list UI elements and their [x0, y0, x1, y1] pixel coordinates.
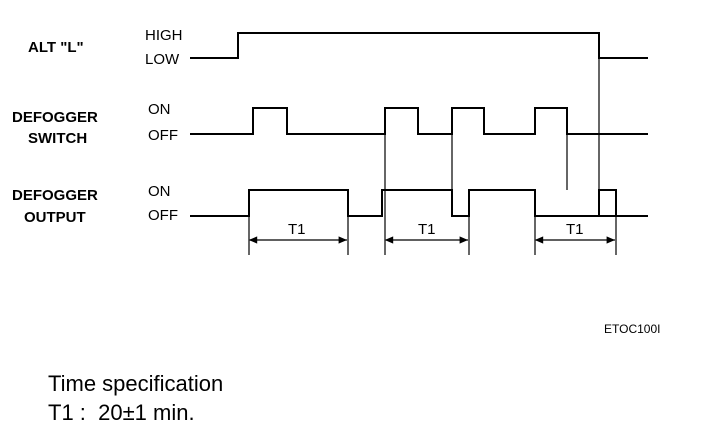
t1-interval-label-3: T1	[566, 221, 584, 238]
defogger-switch-label-line1: DEFOGGER	[12, 109, 98, 126]
time-specification-value: T1 : 20±1 min.	[48, 400, 195, 425]
figure-code: ETOC100I	[604, 322, 660, 336]
defogger-switch-waveform	[190, 107, 648, 135]
switch-off-level-label: OFF	[148, 127, 178, 144]
defogger-output-label-line1: DEFOGGER	[12, 187, 98, 204]
time-specification-title: Time specification	[48, 371, 224, 396]
t1-interval-label-1: T1	[288, 221, 306, 238]
alt-l-signal-label: ALT "L"	[28, 39, 84, 56]
defogger-output-waveform	[190, 189, 648, 217]
output-on-level-label: ON	[148, 183, 171, 200]
alt-high-level-label: HIGH	[145, 27, 183, 44]
output-off-level-label: OFF	[148, 207, 178, 224]
defogger-output-label-line2: OUTPUT	[24, 209, 86, 226]
defogger-switch-label-line2: SWITCH	[28, 130, 87, 147]
t1-interval-label-2: T1	[418, 221, 436, 238]
alt-low-level-label: LOW	[145, 51, 180, 68]
alt-l-waveform	[190, 32, 648, 59]
switch-on-level-label: ON	[148, 101, 171, 118]
